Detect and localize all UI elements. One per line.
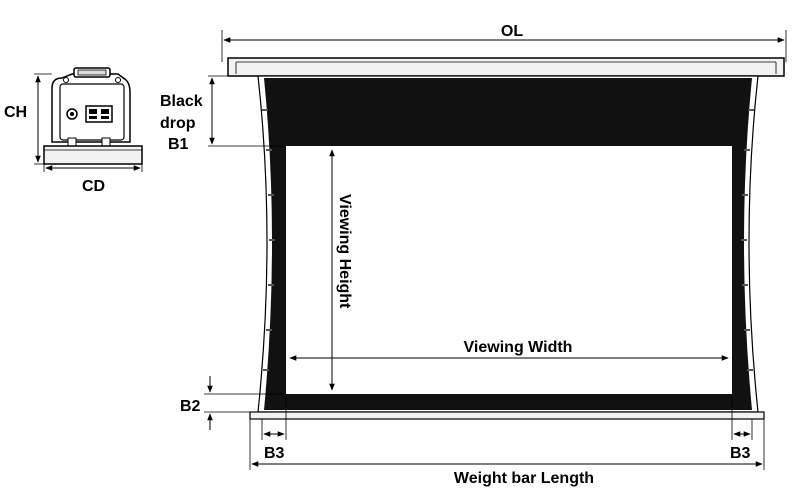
black-drop-label-line1: Black	[160, 93, 203, 110]
ol-label: OL	[501, 23, 523, 40]
ch-dimension	[34, 73, 52, 165]
viewing-width-label: Viewing Width	[464, 339, 573, 356]
b3-right-dimension	[731, 394, 753, 440]
ch-label: CH	[4, 104, 27, 121]
black-drop-b1-dimension	[208, 75, 286, 147]
screen-surface	[257, 75, 759, 413]
viewing-height-label: Viewing Height	[336, 194, 353, 309]
b1-label: B1	[168, 136, 189, 153]
b2-label: B2	[180, 398, 201, 415]
weight-bar-length-dimension	[249, 419, 765, 470]
b3-right-label: B3	[730, 445, 751, 462]
b2-dimension	[204, 376, 286, 430]
cassette-side-view-icon	[43, 67, 143, 165]
ol-dimension	[221, 30, 787, 62]
black-drop-label-line2: drop	[160, 115, 196, 132]
cd-label: CD	[82, 178, 105, 195]
weight-bar	[249, 411, 765, 420]
b3-left-dimension	[261, 394, 287, 440]
b3-left-label: B3	[264, 445, 285, 462]
cd-dimension	[43, 164, 143, 172]
top-casing	[227, 57, 785, 77]
weight-bar-length-label: Weight bar Length	[454, 470, 594, 487]
